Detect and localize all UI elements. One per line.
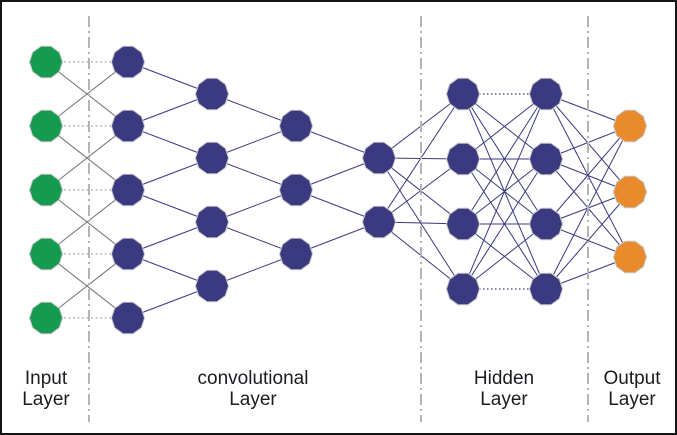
output-layer-label: Output Layer bbox=[542, 368, 675, 410]
convolutional-layer-label: convolutional Layer bbox=[163, 368, 343, 410]
input-layer-label: Input Layer bbox=[2, 368, 136, 410]
output-layer-node bbox=[612, 175, 648, 209]
conv-column-2-node bbox=[194, 77, 230, 111]
output-layer-label-line2: Layer bbox=[608, 389, 656, 410]
conv-column-1-node bbox=[110, 237, 146, 271]
network-edge bbox=[462, 158, 547, 290]
output-layer-label-line1: Output bbox=[603, 368, 661, 389]
network-edge bbox=[45, 61, 129, 127]
network-edge bbox=[462, 223, 547, 290]
hidden-column-1-node bbox=[445, 77, 481, 111]
hidden-column-2-node bbox=[528, 207, 564, 241]
network-edge bbox=[45, 189, 129, 255]
conv-column-1-node bbox=[110, 173, 146, 207]
conv-column-2-node bbox=[194, 269, 230, 303]
input-layer-node bbox=[28, 237, 64, 271]
input-layer-node bbox=[28, 109, 64, 143]
network-edge bbox=[462, 93, 547, 225]
network-edge bbox=[45, 253, 129, 319]
network-edge bbox=[545, 191, 631, 290]
network-edge bbox=[45, 125, 129, 191]
conv-column-2-node bbox=[194, 141, 230, 175]
hidden-column-1-node bbox=[445, 142, 481, 176]
conv-column-4-node bbox=[361, 205, 397, 239]
convolutional-layer-label-line1: convolutional bbox=[197, 368, 309, 389]
hidden-layer-label: Hidden Layer bbox=[414, 368, 594, 410]
conv-column-2-node bbox=[194, 205, 230, 239]
input-layer-node bbox=[28, 45, 64, 79]
convolutional-layer-label-line2: Layer bbox=[229, 389, 277, 410]
network-edge bbox=[462, 93, 547, 290]
output-layer-node bbox=[612, 240, 648, 274]
input-layer-node bbox=[28, 173, 64, 207]
hidden-column-1-node bbox=[445, 207, 481, 241]
hidden-layer-label-line2: Layer bbox=[480, 389, 528, 410]
hidden-layer-label-line1: Hidden bbox=[473, 368, 535, 389]
conv-column-1-node bbox=[110, 301, 146, 335]
input-layer-label-line2: Layer bbox=[22, 389, 70, 410]
hidden-column-2-node bbox=[528, 142, 564, 176]
conv-column-3-node bbox=[278, 237, 314, 271]
conv-column-3-node bbox=[278, 173, 314, 207]
conv-column-1-node bbox=[110, 109, 146, 143]
input-layer-node bbox=[28, 301, 64, 335]
input-layer-label-line1: Input bbox=[24, 368, 68, 389]
hidden-column-1-node bbox=[445, 272, 481, 306]
hidden-column-2-node bbox=[528, 77, 564, 111]
conv-column-4-node bbox=[361, 141, 397, 175]
conv-column-1-node bbox=[110, 45, 146, 79]
network-edge bbox=[545, 125, 631, 225]
output-layer-node bbox=[612, 109, 648, 143]
conv-column-3-node bbox=[278, 109, 314, 143]
network-edge bbox=[462, 93, 547, 160]
hidden-column-2-node bbox=[528, 272, 564, 306]
